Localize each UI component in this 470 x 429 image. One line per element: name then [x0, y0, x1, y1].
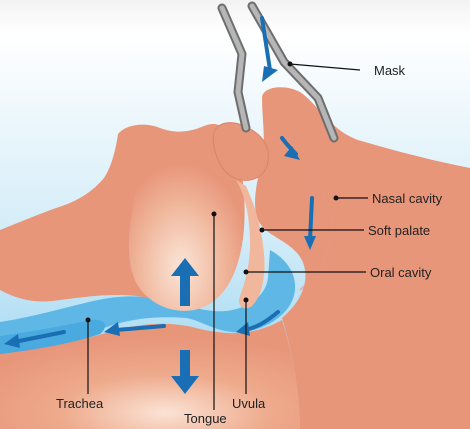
dot-oral-cavity [244, 270, 249, 275]
label-trachea: Trachea [56, 396, 104, 411]
label-nasal-cavity: Nasal cavity [372, 191, 443, 206]
label-soft-palate: Soft palate [368, 223, 430, 238]
label-oral-cavity: Oral cavity [370, 265, 432, 280]
dot-soft-palate [260, 228, 265, 233]
dot-mask [288, 62, 293, 67]
dot-uvula [244, 298, 249, 303]
label-mask: Mask [374, 63, 406, 78]
label-uvula: Uvula [232, 396, 266, 411]
dot-tongue [212, 212, 217, 217]
dot-trachea [86, 318, 91, 323]
label-tongue: Tongue [184, 411, 227, 426]
dot-nasal-cavity [334, 196, 339, 201]
flow-arrow-nasal [310, 198, 312, 240]
